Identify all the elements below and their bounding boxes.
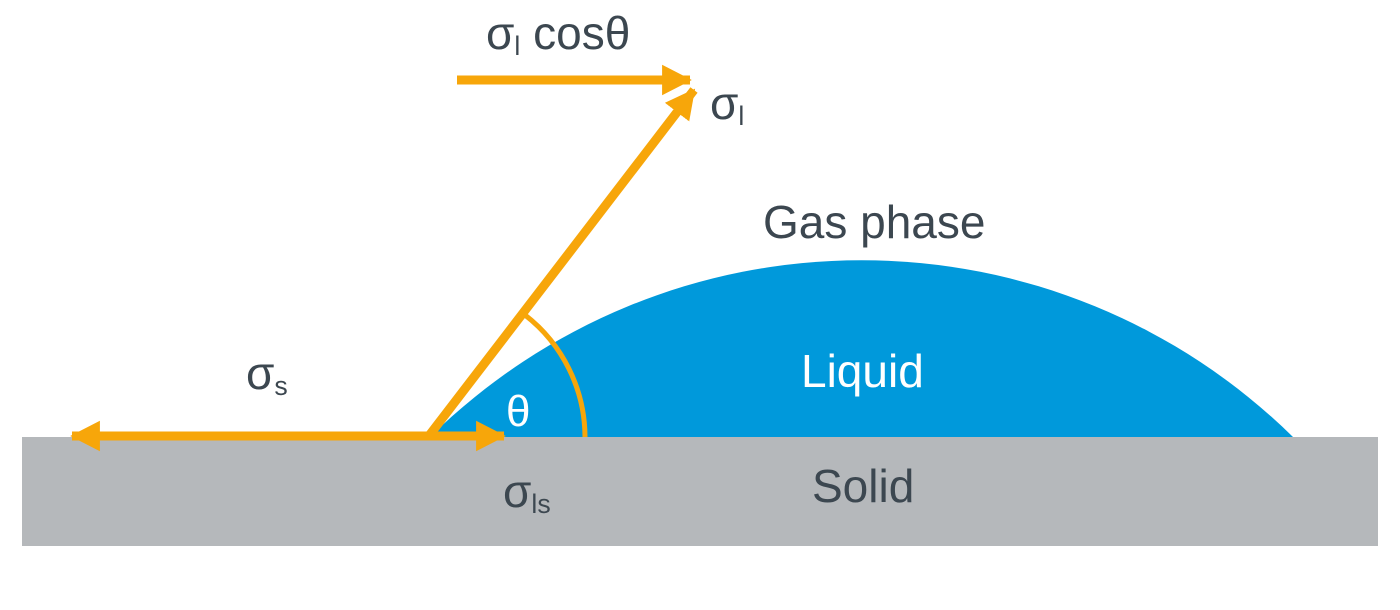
cos-theta-text: cosθ [520,7,631,59]
sigma-l-cos-theta-label: σl cosθ [486,7,631,62]
liquid-label: Liquid [801,345,924,397]
gas-phase-label: Gas phase [763,196,986,248]
sigma-s-label: σs [246,347,288,402]
sigma-l-label: σl [710,77,745,132]
liquid-droplet [430,260,1293,437]
sigma-symbol: σ [503,465,532,517]
contact-angle-arc [523,313,588,438]
sigma-subscript: ls [531,489,551,520]
sigma-ls-label: σls [503,465,551,520]
solid-label: Solid [812,460,915,512]
sigma-subscript: l [514,31,521,62]
sigma-symbol: σ [486,7,515,59]
sigma-symbol: σ [246,347,275,399]
sigma-subscript: l [738,101,745,132]
theta-label: θ [506,387,531,436]
sigma-symbol: σ [710,77,739,129]
sigma-l-arrow [424,87,698,440]
sigma-subscript: s [274,371,288,402]
solid-surface [22,437,1378,546]
